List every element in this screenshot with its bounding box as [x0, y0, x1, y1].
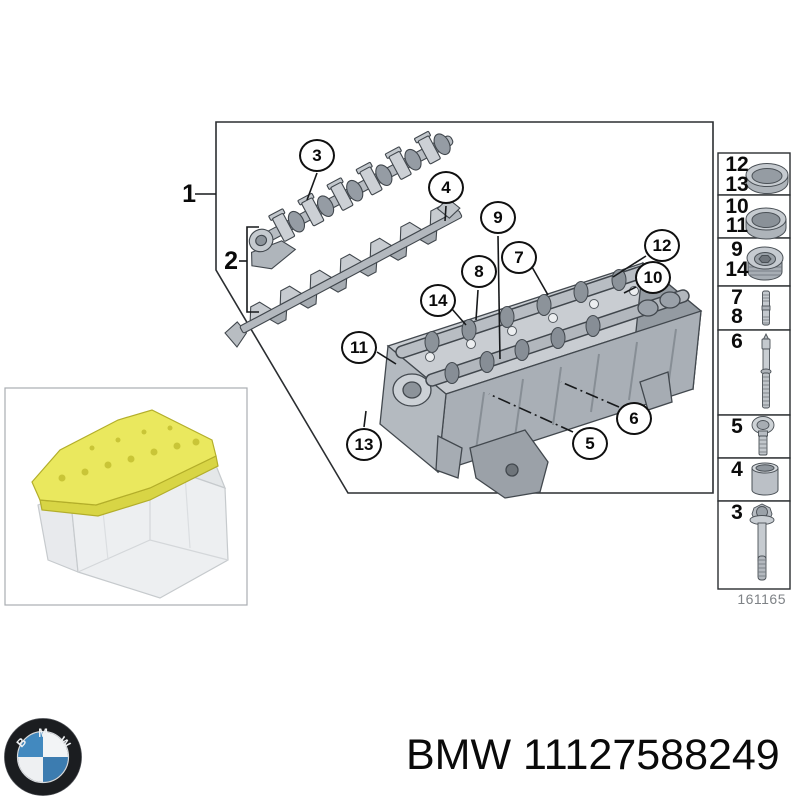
callout-11: 11 — [341, 331, 377, 364]
callout-6: 6 — [616, 402, 652, 435]
callout-3: 3 — [299, 139, 335, 172]
callout-5: 5 — [572, 427, 608, 460]
cap-plug-icon — [745, 207, 787, 240]
side-num-12: 12 — [725, 153, 749, 176]
brand-name: BMW — [406, 731, 512, 779]
callout-9: 9 — [480, 201, 516, 234]
part-number: 11127588249 — [523, 731, 780, 779]
callout-7: 7 — [501, 241, 537, 274]
ref-label-1: 1 — [182, 180, 196, 208]
side-num-3: 3 — [731, 501, 743, 524]
drawing-sheet-number: 161165 — [737, 591, 786, 607]
camshaft-carrier-part — [248, 130, 454, 270]
callout-14: 14 — [420, 284, 456, 317]
title-separator — [511, 731, 523, 779]
side-num-4: 4 — [731, 458, 743, 481]
logo-letter-m: M — [38, 728, 48, 740]
cup-plug-icon — [745, 163, 789, 194]
side-num-5: 5 — [731, 415, 743, 438]
callout-10: 10 — [635, 261, 671, 294]
cylinder-head-part — [379, 261, 703, 499]
callout-8: 8 — [461, 255, 497, 288]
side-num-6: 6 — [731, 330, 743, 353]
side-num-7: 7 — [731, 286, 743, 309]
bmw-logo: B M W — [4, 718, 82, 796]
short-stud-icon — [761, 290, 771, 326]
screw-plug-icon — [746, 246, 784, 281]
side-num-13: 13 — [725, 173, 749, 196]
pan-head-screw-icon — [751, 416, 775, 456]
callout-12: 12 — [644, 229, 680, 262]
callout-13: 13 — [346, 428, 382, 461]
side-num-14: 14 — [725, 258, 749, 281]
highlighted-cylinder-head — [31, 409, 219, 517]
ref-label-2: 2 — [224, 247, 238, 275]
side-num-10: 10 — [725, 195, 749, 218]
callout-4: 4 — [428, 171, 464, 204]
long-stud-icon — [760, 332, 772, 409]
part-title: BMW 11127588249 — [406, 731, 780, 780]
bearing-ledge-gasket-part — [224, 197, 463, 348]
side-num-8: 8 — [731, 305, 743, 328]
side-num-9: 9 — [731, 238, 743, 261]
engine-thumbnail — [4, 387, 248, 606]
leader-lines — [195, 172, 647, 433]
cylinder-head-bolt-icon — [749, 503, 775, 581]
side-num-11: 11 — [725, 214, 749, 237]
dowel-sleeve-icon — [751, 462, 779, 496]
